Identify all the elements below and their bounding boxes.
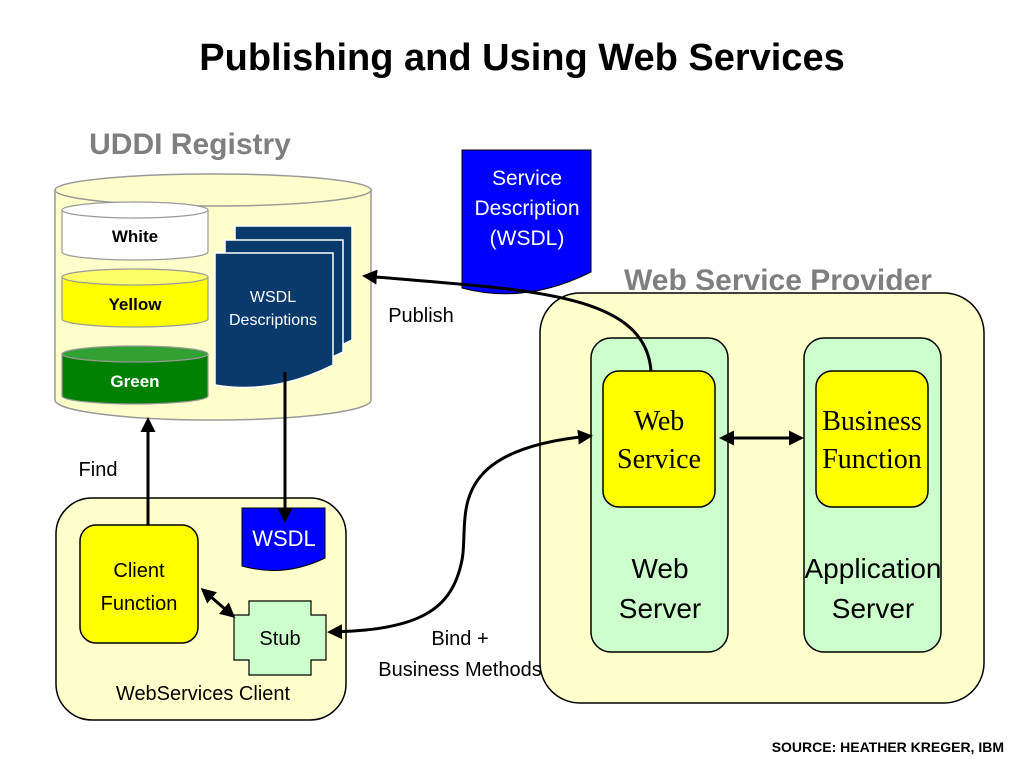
yellow-pages: Yellow bbox=[61, 268, 209, 328]
service-description-doc: Service Description (WSDL) bbox=[461, 149, 592, 295]
client-label: WebServices Client bbox=[116, 683, 291, 705]
registry-label: UDDI Registry bbox=[89, 128, 291, 161]
client-function-line2: Function bbox=[101, 593, 178, 615]
web-service-line1: Web bbox=[634, 406, 685, 437]
service-description-line2: Description bbox=[474, 197, 579, 220]
bind-label-line2: Business Methods bbox=[378, 659, 541, 681]
publish-arrow bbox=[362, 269, 653, 372]
web-service-box bbox=[602, 370, 716, 508]
white-pages: White bbox=[61, 201, 209, 261]
bind-label-line1: Bind + bbox=[431, 628, 488, 650]
publish-label: Publish bbox=[388, 305, 454, 327]
source-note: SOURCE: HEATHER KREGER, IBM bbox=[772, 739, 1004, 755]
bind-arrow bbox=[327, 429, 593, 640]
client-stub-arrow bbox=[200, 588, 236, 618]
client-function-box bbox=[79, 524, 199, 644]
provider-label: Web Service Provider bbox=[624, 264, 932, 297]
business-function-line2: Function bbox=[822, 444, 922, 475]
client-wsdl-doc: WSDL bbox=[241, 507, 326, 571]
white-pages-label: White bbox=[112, 227, 158, 246]
green-pages: Green bbox=[61, 345, 209, 405]
wsdl-stack-line1: WSDL bbox=[250, 289, 296, 306]
service-description-line1: Service bbox=[492, 167, 562, 190]
wsdl-stack-line2: Descriptions bbox=[229, 312, 317, 329]
app-server-line2: Server bbox=[832, 593, 914, 624]
yellow-pages-label: Yellow bbox=[109, 295, 163, 314]
service-description-line3: (WSDL) bbox=[490, 227, 565, 250]
app-server-line1: Application bbox=[805, 553, 942, 584]
web-server-line2: Server bbox=[619, 593, 701, 624]
find-label: Find bbox=[79, 459, 118, 481]
web-server-line1: Web bbox=[631, 553, 688, 584]
business-function-box bbox=[815, 370, 929, 508]
page-title: Publishing and Using Web Services bbox=[199, 37, 844, 79]
business-function-line1: Business bbox=[822, 406, 922, 437]
green-pages-label: Green bbox=[110, 372, 159, 391]
stub-label: Stub bbox=[259, 628, 300, 650]
web-service-line2: Service bbox=[617, 444, 701, 475]
client-function-line1: Client bbox=[113, 560, 165, 582]
wsdl-descriptions-stack: WSDL Descriptions bbox=[214, 225, 353, 389]
client-wsdl-label: WSDL bbox=[252, 526, 316, 551]
